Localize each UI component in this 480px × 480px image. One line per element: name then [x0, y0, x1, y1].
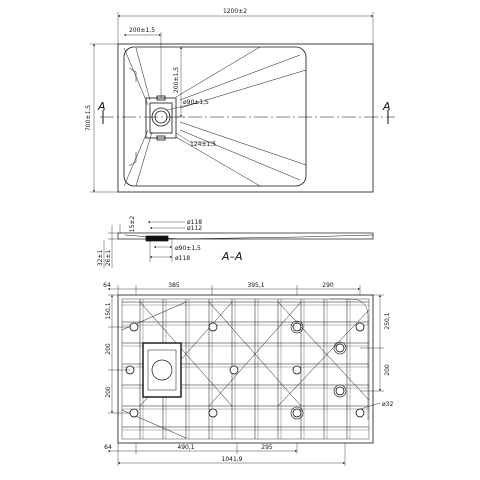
dim-outer-2: ø118	[175, 255, 190, 262]
dim-drain-section: ø90±1,5	[175, 245, 201, 252]
section-profile	[117, 232, 374, 240]
support-feet	[125, 320, 365, 420]
dim-bottom-left-2: 200	[105, 386, 112, 398]
dim-bottom-bot-2: 295	[261, 444, 273, 451]
slope-lines	[123, 46, 307, 187]
dim-drain-diameter: ø90±1,5	[183, 99, 209, 106]
dim-hole-diameter: ø32	[382, 401, 393, 408]
dim-total-height-2: 26±1	[105, 250, 112, 267]
dim-bottom-bot-1: 490,1	[177, 444, 194, 451]
bottom-outline	[117, 294, 374, 444]
dim-drain-x: 200±1,5	[129, 27, 155, 34]
section-label-left: A	[97, 100, 106, 113]
bottom-drain	[142, 342, 182, 398]
dim-overall-width: 1200±2	[223, 8, 247, 15]
top-view	[90, 12, 395, 193]
tray-outline	[117, 43, 374, 193]
dim-total-height-1: 32±1	[97, 250, 104, 267]
dim-bottom-right-0: 250,1	[384, 312, 391, 329]
dim-bottom-bot-0: 64	[104, 444, 112, 451]
section-title: A–A	[221, 250, 243, 263]
dim-outer-1: ø118	[187, 219, 202, 226]
bottom-view	[108, 285, 384, 466]
dim-drain-size: 124±1,5	[190, 141, 216, 148]
section-label-right: A	[382, 100, 391, 113]
dim-bottom-top-1: 385	[168, 282, 180, 289]
dim-bottom-right-1: 200	[384, 364, 391, 376]
dim-bottom-left-0: 150,1	[105, 302, 112, 319]
dim-bottom-left-1: 200	[105, 343, 112, 355]
dim-inner: ø112	[187, 225, 202, 232]
tray-basin	[123, 46, 307, 187]
drain-square	[145, 97, 177, 139]
dim-rim-height: 15±2	[129, 216, 136, 233]
dim-overall-height: 700±1,5	[85, 105, 92, 131]
dim-bottom-top-3: 290	[322, 282, 334, 289]
dim-bottom-top-0: 64	[103, 282, 111, 289]
dim-bottom-bot-3: 1041,9	[222, 456, 243, 463]
section-view	[103, 221, 374, 268]
dim-drain-y: 200±1,5	[173, 67, 180, 93]
dim-bottom-top-2: 395,1	[247, 282, 264, 289]
